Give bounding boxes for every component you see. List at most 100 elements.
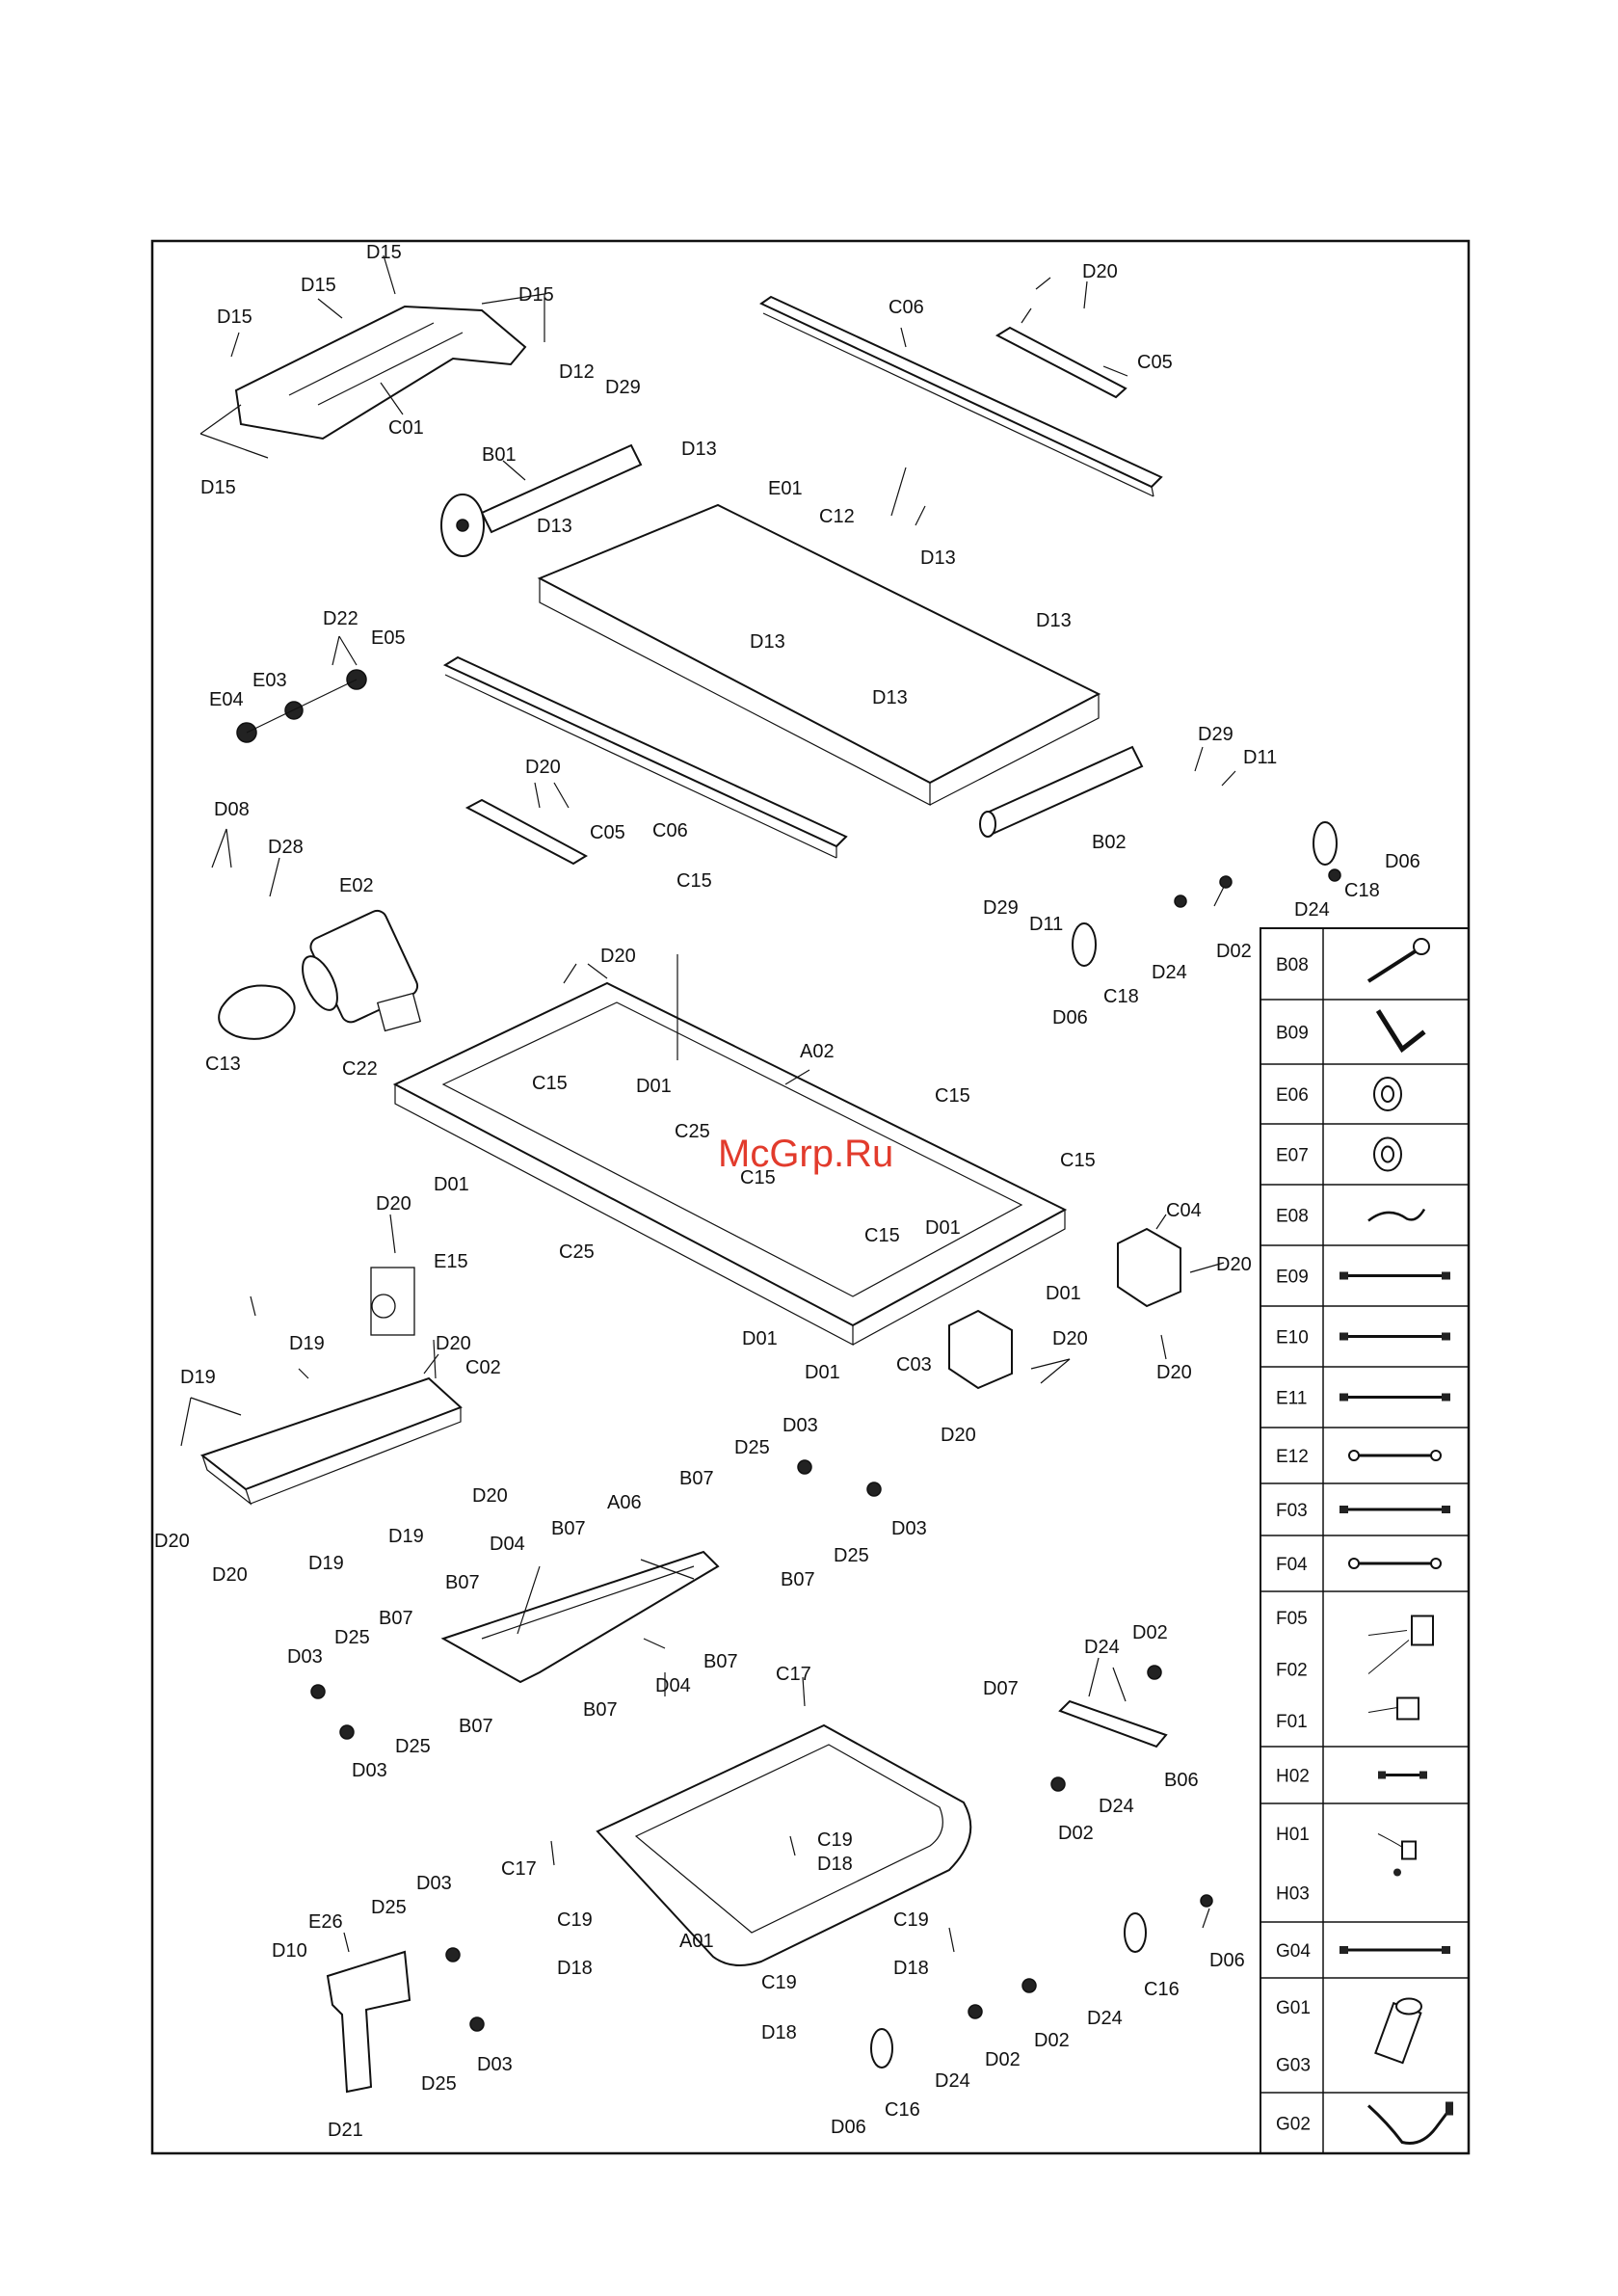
callout-d03c: D03 bbox=[287, 1646, 323, 1668]
accessory-code-e08: E08 bbox=[1276, 1207, 1309, 1227]
accessory-code-g04: G04 bbox=[1276, 1941, 1311, 1962]
callout-d20k: D20 bbox=[154, 1531, 190, 1552]
callout-d03f: D03 bbox=[477, 2054, 513, 2075]
callout-c03: C03 bbox=[896, 1354, 932, 1375]
callout-b01: B01 bbox=[482, 444, 517, 466]
callout-d20a: D20 bbox=[1082, 261, 1118, 282]
accessory-code-h01: H01 bbox=[1276, 1825, 1310, 1845]
callout-d24f: D24 bbox=[935, 2070, 970, 2092]
callout-e05: E05 bbox=[371, 627, 406, 649]
callout-e26: E26 bbox=[308, 1911, 343, 1933]
accessory-code-b08: B08 bbox=[1276, 955, 1309, 975]
allen-key-icon bbox=[1375, 1009, 1426, 1054]
callout-d11a: D11 bbox=[1243, 747, 1277, 768]
wheel-c18-bottom-drawing bbox=[1072, 922, 1097, 967]
callout-d20e: D20 bbox=[1052, 1328, 1088, 1349]
accessory-code-e11: E11 bbox=[1276, 1389, 1307, 1409]
callout-d15e: D15 bbox=[200, 477, 236, 498]
callout-d06a: D06 bbox=[1385, 851, 1420, 872]
callout-c19a: C19 bbox=[817, 1829, 853, 1851]
actuator-drawing bbox=[326, 1950, 411, 2094]
callout-b07e: B07 bbox=[379, 1608, 413, 1629]
callout-c05a: C05 bbox=[1137, 352, 1173, 373]
callout-d01a: D01 bbox=[636, 1076, 672, 1097]
motor-hood-drawing bbox=[234, 305, 527, 441]
callout-c15c: C15 bbox=[935, 1085, 970, 1107]
watermark-text: McGrp.Ru bbox=[718, 1133, 893, 1175]
callout-d20l: D20 bbox=[212, 1564, 248, 1586]
callout-d01e: D01 bbox=[742, 1328, 778, 1349]
incline-link-drawing bbox=[440, 1550, 720, 1684]
callout-d02b: D02 bbox=[1132, 1622, 1168, 1643]
callout-d15a: D15 bbox=[366, 242, 402, 263]
callout-c01: C01 bbox=[388, 417, 424, 439]
callout-d18b: D18 bbox=[557, 1958, 593, 1979]
callout-d24e: D24 bbox=[1087, 2008, 1123, 2029]
callout-c15b: C15 bbox=[532, 1073, 568, 1094]
power-cord-icon bbox=[1366, 2101, 1453, 2145]
accessory-code-e07: E07 bbox=[1276, 1146, 1309, 1166]
callout-d15b: D15 bbox=[301, 275, 336, 296]
callout-c04: C04 bbox=[1166, 1200, 1202, 1221]
callout-d29b: D29 bbox=[1198, 724, 1233, 745]
rear-roller-drawing bbox=[981, 745, 1144, 836]
callout-d25b: D25 bbox=[834, 1545, 869, 1566]
callout-d25a: D25 bbox=[734, 1437, 770, 1458]
accessory-code-e06: E06 bbox=[1276, 1085, 1309, 1106]
front-roller-drawing bbox=[480, 443, 643, 534]
callout-c22: C22 bbox=[342, 1058, 378, 1080]
callout-c15d: C15 bbox=[1060, 1150, 1096, 1171]
callout-d04a: D04 bbox=[490, 1534, 525, 1555]
callout-c13: C13 bbox=[205, 1054, 241, 1075]
callout-d11b: D11 bbox=[1029, 914, 1063, 935]
callout-d20j: D20 bbox=[472, 1485, 508, 1507]
callout-d10: D10 bbox=[272, 1940, 307, 1962]
callout-c19d: C19 bbox=[761, 1972, 797, 1993]
callout-d18d: D18 bbox=[761, 2022, 797, 2043]
mounting-plate-drawing bbox=[376, 992, 422, 1032]
side-rail-top-drawing bbox=[759, 295, 1163, 489]
callout-d29a: D29 bbox=[605, 377, 641, 398]
callout-d01b: D01 bbox=[434, 1174, 469, 1195]
motor-bracket-icon bbox=[1374, 1997, 1422, 2065]
callout-a01: A01 bbox=[679, 1931, 714, 1952]
accessory-code-g03: G03 bbox=[1276, 2055, 1311, 2075]
callout-d29c: D29 bbox=[983, 897, 1019, 919]
callout-d24a: D24 bbox=[1294, 899, 1330, 921]
callout-d20h: D20 bbox=[376, 1193, 411, 1215]
ferrite-ring-icon bbox=[1373, 1136, 1402, 1172]
callout-d20d: D20 bbox=[1216, 1254, 1252, 1275]
callout-a02: A02 bbox=[800, 1041, 835, 1062]
base-frame-drawing bbox=[596, 1723, 972, 1966]
callout-d20b: D20 bbox=[525, 757, 561, 778]
callout-d01c: D01 bbox=[925, 1217, 961, 1239]
callout-d18a: D18 bbox=[817, 1854, 853, 1875]
callout-d02e: D02 bbox=[985, 2049, 1021, 2070]
callout-d25d: D25 bbox=[395, 1736, 431, 1757]
callout-c15f: C15 bbox=[864, 1225, 900, 1246]
rail-endcap-top-drawing bbox=[995, 326, 1127, 399]
callout-d03b: D03 bbox=[891, 1518, 927, 1539]
callout-d15d: D15 bbox=[217, 307, 252, 328]
callout-d03a: D03 bbox=[782, 1415, 818, 1436]
callout-c15e: C15 bbox=[740, 1167, 776, 1188]
accessory-code-b09: B09 bbox=[1276, 1024, 1309, 1044]
callout-d12: D12 bbox=[559, 361, 595, 383]
callout-b02: B02 bbox=[1092, 832, 1127, 853]
accessory-code-h02: H02 bbox=[1276, 1767, 1310, 1787]
callout-d08: D08 bbox=[214, 799, 250, 820]
callout-d25c: D25 bbox=[334, 1627, 370, 1648]
callout-c17b: C17 bbox=[501, 1858, 537, 1880]
ferrite-ring-icon bbox=[1373, 1077, 1402, 1111]
callout-c12: C12 bbox=[819, 506, 855, 527]
accessory-code-g01: G01 bbox=[1276, 1998, 1311, 2018]
callout-d13c: D13 bbox=[1036, 610, 1072, 631]
callout-d22: D22 bbox=[323, 608, 358, 629]
cable-icon bbox=[1339, 1271, 1450, 1280]
callout-d13d: D13 bbox=[537, 516, 572, 537]
callout-d01d: D01 bbox=[1046, 1283, 1081, 1304]
callout-b07f: B07 bbox=[703, 1651, 738, 1672]
callout-c19b: C19 bbox=[557, 1909, 593, 1931]
leader-lines bbox=[180, 254, 1236, 1953]
